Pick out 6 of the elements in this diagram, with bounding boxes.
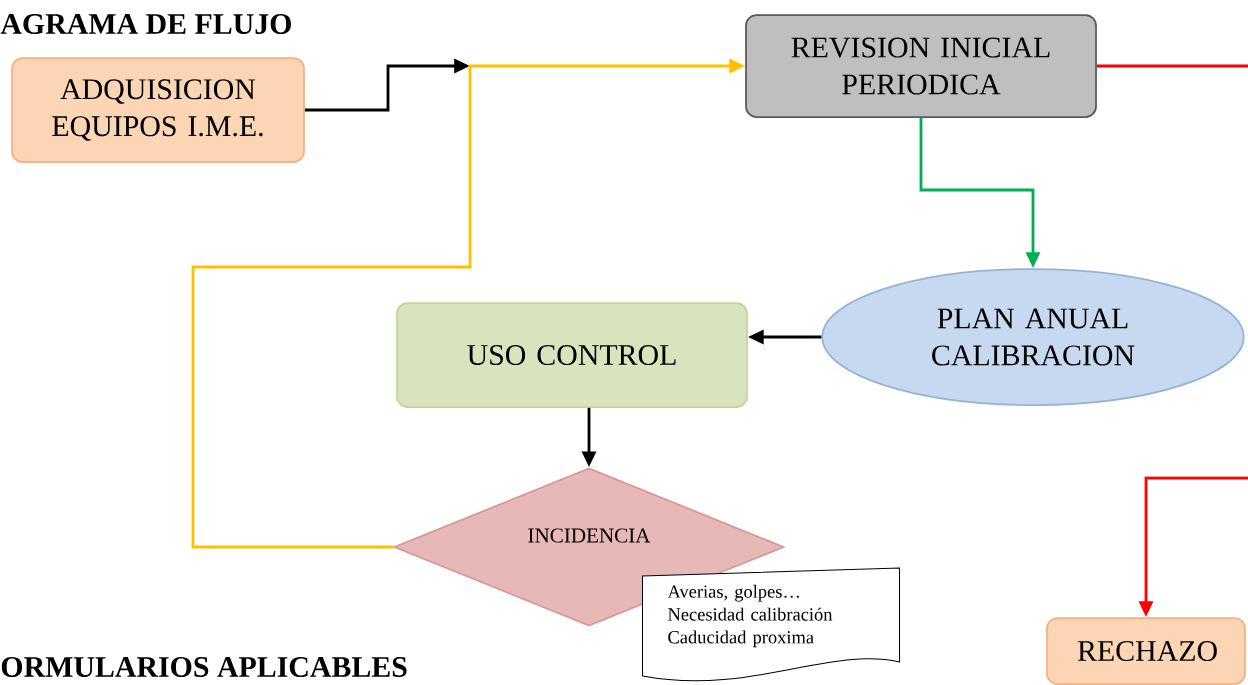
process-box: USO CONTROL <box>396 302 748 408</box>
process-box: ADQUISICION EQUIPOS I.M.E. <box>11 57 305 163</box>
document-note: Averias, golpes… Necesidad calibración Caducidad proxima <box>642 567 901 682</box>
section-heading: ORMULARIOS APLICABLES <box>1 656 407 678</box>
process-box: REVISION INICIAL PERIODICA <box>745 14 1097 118</box>
process-box: RECHAZO <box>1046 617 1246 685</box>
